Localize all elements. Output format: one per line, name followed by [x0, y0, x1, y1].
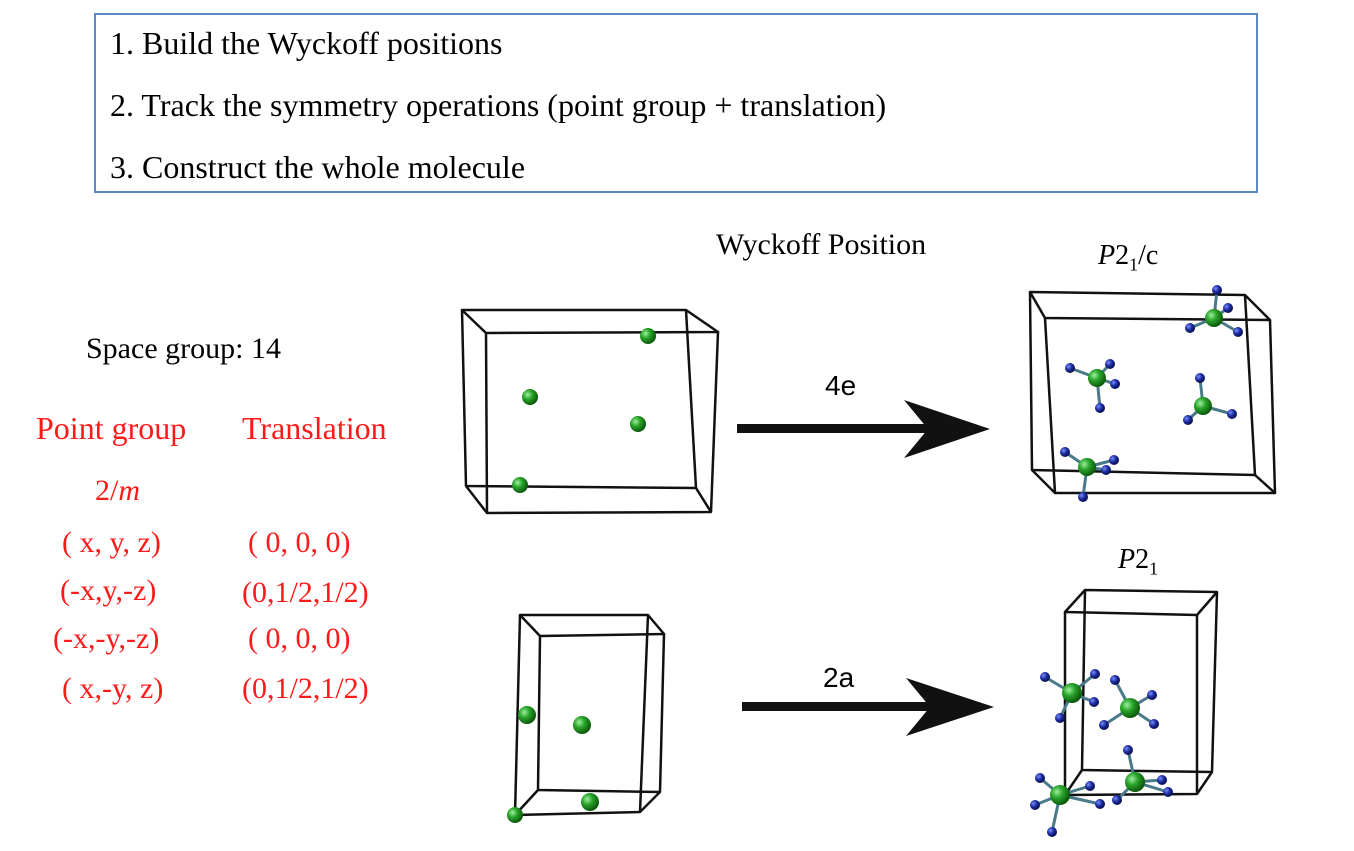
step-2: 2. Track the symmetry operations (point …: [110, 87, 887, 123]
green-atom: [1205, 309, 1223, 327]
translation-row: (0,1/2,1/2): [242, 672, 369, 705]
blue-atom: [1183, 415, 1193, 425]
wyckoff-position-title: Wyckoff Position: [716, 228, 927, 261]
steps-box: 1. Build the Wyckoff positions 2. Track …: [94, 13, 1258, 193]
green-atom: [512, 477, 528, 493]
translation-row: ( 0, 0, 0): [248, 526, 351, 559]
unit-cell-p21c: [1028, 290, 1277, 495]
green-atom: [1194, 397, 1212, 415]
translation-row: ( 0, 0, 0): [248, 622, 351, 655]
space-group-p21: P21: [1118, 544, 1159, 579]
green-atom: [1120, 698, 1140, 718]
blue-atom: [1112, 795, 1122, 805]
unit-cell-2a-input: [513, 613, 666, 817]
blue-atom: [1089, 697, 1099, 707]
atoms-p21: [1030, 669, 1173, 837]
blue-atom: [1105, 359, 1115, 369]
step-1: 1. Build the Wyckoff positions: [110, 25, 503, 61]
step-3: 3. Construct the whole molecule: [110, 149, 526, 185]
wyckoff-label-2a: 2a: [823, 662, 855, 693]
operation-row: ( x,-y, z): [62, 672, 164, 705]
blue-atom: [1233, 327, 1243, 337]
green-atom: [507, 807, 523, 823]
green-atom: [518, 706, 536, 724]
translation-header: Translation: [242, 410, 387, 446]
blue-atom: [1060, 447, 1070, 457]
green-atom: [1088, 369, 1106, 387]
blue-atom: [1035, 773, 1045, 783]
blue-atom: [1095, 403, 1105, 413]
green-atom: [630, 416, 646, 432]
space-group-p21c: P21/c: [1098, 240, 1159, 275]
unit-cell-p21: [1063, 588, 1219, 797]
blue-atom: [1065, 363, 1075, 373]
blue-atom: [1101, 465, 1111, 475]
blue-atom: [1085, 781, 1095, 791]
green-atom: [1078, 458, 1096, 476]
blue-atom: [1149, 719, 1159, 729]
wyckoff-label-4e: 4e: [825, 370, 857, 401]
green-atom: [640, 328, 656, 344]
point-group-symbol: 2/m: [95, 474, 141, 507]
blue-atom: [1030, 800, 1040, 810]
green-atom: [573, 716, 591, 734]
blue-atom: [1123, 745, 1133, 755]
green-atom: [581, 793, 599, 811]
blue-atom: [1040, 672, 1050, 682]
atoms-p21c: [1060, 285, 1243, 502]
green-atom: [1062, 683, 1082, 703]
blue-atom: [1163, 787, 1173, 797]
atoms-2a-input: [507, 706, 599, 823]
blue-atom: [1110, 379, 1120, 389]
blue-atom: [1147, 690, 1157, 700]
blue-atom: [1212, 285, 1222, 295]
blue-atom: [1055, 713, 1065, 723]
blue-atom: [1157, 775, 1167, 785]
arrow-2a: [742, 678, 994, 736]
blue-atom: [1227, 409, 1237, 419]
operation-row: ( x, y, z): [62, 526, 161, 559]
blue-atom: [1109, 455, 1119, 465]
blue-atom: [1195, 373, 1205, 383]
blue-atom: [1110, 675, 1120, 685]
space-group-label: Space group: 14: [86, 332, 281, 365]
blue-atom: [1185, 323, 1195, 333]
operation-row: (-x,y,-z): [60, 574, 157, 607]
arrow-4e: [737, 400, 990, 458]
operation-row: (-x,-y,-z): [53, 622, 160, 655]
green-atom: [1050, 785, 1070, 805]
unit-cell-4e-input: [460, 308, 720, 515]
blue-atom: [1223, 303, 1233, 313]
blue-atom: [1095, 799, 1105, 809]
blue-atom: [1090, 669, 1100, 679]
green-atom: [1125, 772, 1145, 792]
blue-atom: [1099, 720, 1109, 730]
green-atom: [522, 389, 538, 405]
point-group-header: Point group: [36, 410, 187, 446]
translation-row: (0,1/2,1/2): [242, 576, 369, 609]
atoms-4e-input: [512, 328, 656, 493]
blue-atom: [1078, 492, 1088, 502]
blue-atom: [1047, 827, 1057, 837]
